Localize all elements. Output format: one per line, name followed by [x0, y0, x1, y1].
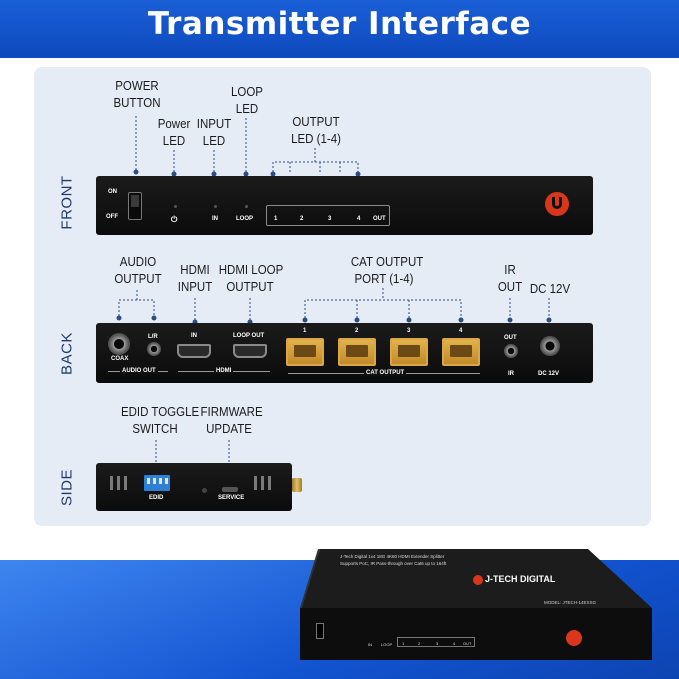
label-cat-1: 1 — [303, 328, 307, 334]
label-cat-2: 2 — [355, 328, 359, 334]
dc-12v-port[interactable] — [540, 336, 560, 356]
ir-out-port[interactable] — [504, 344, 518, 358]
front-panel-device: ON OFF ⏻ IN LOOP 1 2 3 4 OUT — [96, 176, 593, 235]
page-title: Transmitter Interface — [147, 6, 532, 42]
callout-power-led: Power LED — [157, 117, 191, 148]
callout-hdmi-loop-output: HDMI LOOP OUTPUT — [218, 263, 284, 294]
product-out-1: 1 — [402, 641, 405, 646]
label-audio-out: AUDIO OUT — [120, 368, 158, 374]
product-front-logo-icon — [566, 630, 582, 646]
product-loop-label: LOOP — [381, 642, 393, 647]
service-port[interactable] — [222, 487, 238, 492]
product-out-4: 4 — [453, 641, 456, 646]
vent-left — [110, 476, 130, 490]
label-cat-output: CAT OUTPUT — [364, 370, 407, 376]
product-power-switch — [316, 623, 324, 639]
label-loop: LOOP — [236, 216, 254, 222]
brand-logo-icon — [545, 192, 569, 216]
input-led — [214, 205, 217, 208]
label-ir-out: OUT — [504, 335, 517, 341]
power-switch[interactable] — [128, 192, 142, 220]
product-output-box — [397, 637, 475, 647]
hdmi-loop-out-port[interactable] — [233, 344, 267, 358]
callout-edid-toggle: EDID TOGGLE SWITCH — [120, 405, 200, 436]
label-on: ON — [108, 189, 117, 195]
callout-hdmi-input: HDMI INPUT — [177, 263, 213, 294]
product-top-line-1: J-Tech Digital 1x4 18G 4K60 HDMI Extende… — [340, 554, 445, 559]
interface-panel — [34, 67, 651, 526]
callout-audio-output: AUDIO OUTPUT — [114, 255, 162, 286]
side-panel-device: EDID SERVICE — [96, 463, 292, 511]
label-in: IN — [212, 216, 218, 222]
label-edid: EDID — [149, 495, 164, 501]
label-out-4: 4 — [357, 216, 361, 222]
cat-output-port-4[interactable] — [442, 338, 480, 366]
label-cat-4: 4 — [459, 328, 463, 334]
product-model: MODEL: JTECH-14EXSG — [544, 600, 597, 605]
label-out: OUT — [373, 216, 386, 222]
label-hdmi: HDMI — [214, 368, 234, 374]
vent-right — [254, 476, 274, 490]
label-hdmi-loop-out: LOOP OUT — [233, 333, 265, 339]
header-banner: Transmitter Interface — [0, 0, 679, 58]
power-icon: ⏻ — [171, 215, 178, 224]
label-coax: COAX — [111, 356, 129, 362]
lr-audio-port[interactable] — [147, 342, 161, 356]
label-dc-12v: DC 12V — [538, 371, 560, 377]
callout-firmware-update: FIRMWARE UPDATE — [200, 405, 263, 436]
label-out-1: 1 — [274, 216, 278, 222]
label-hdmi-in: IN — [191, 333, 197, 339]
label-cat-3: 3 — [407, 328, 411, 334]
label-service: SERVICE — [218, 495, 245, 501]
label-out-3: 3 — [328, 216, 332, 222]
label-lr: L/R — [148, 334, 158, 340]
cat-output-port-2[interactable] — [338, 338, 376, 366]
back-panel-device: COAX L/R AUDIO OUT IN LOOP OUT HDMI 1 2 … — [96, 323, 593, 383]
hdmi-input-port[interactable] — [177, 344, 211, 358]
product-out-3: 3 — [436, 641, 439, 646]
product-in-label: IN — [368, 642, 372, 647]
loop-led — [245, 205, 248, 208]
cat-output-port-1[interactable] — [286, 338, 324, 366]
antenna-connector — [292, 478, 302, 492]
callout-loop-led: LOOP LED — [231, 85, 263, 116]
product-brand: J-TECH DIGITAL — [485, 574, 556, 584]
cat-output-port-3[interactable] — [390, 338, 428, 366]
callout-input-led: INPUT LED — [196, 117, 232, 148]
product-top-line-2: Supports PoC, IR Pass-through over Cat6 … — [340, 561, 447, 566]
callout-output-led: OUTPUT LED (1-4) — [291, 115, 341, 146]
callout-power-button: POWER BUTTON — [113, 79, 161, 110]
label-out-2: 2 — [300, 216, 304, 222]
product-brand-logo-icon — [473, 575, 483, 585]
product-out-2: 2 — [418, 641, 421, 646]
edid-dip-switch[interactable] — [144, 475, 170, 491]
callout-ir-out: IR OUT — [497, 263, 523, 294]
power-led — [174, 205, 177, 208]
label-off: OFF — [106, 214, 118, 220]
product-out-label: OUT — [463, 641, 472, 646]
coax-port[interactable] — [108, 333, 130, 355]
callout-dc-12v: DC 12V — [529, 282, 571, 296]
output-led-box: 1 2 3 4 OUT — [266, 205, 390, 226]
reset-hole — [202, 488, 207, 493]
callout-cat-output-port: CAT OUTPUT PORT (1-4) — [350, 255, 424, 286]
label-ir: IR — [508, 371, 514, 377]
